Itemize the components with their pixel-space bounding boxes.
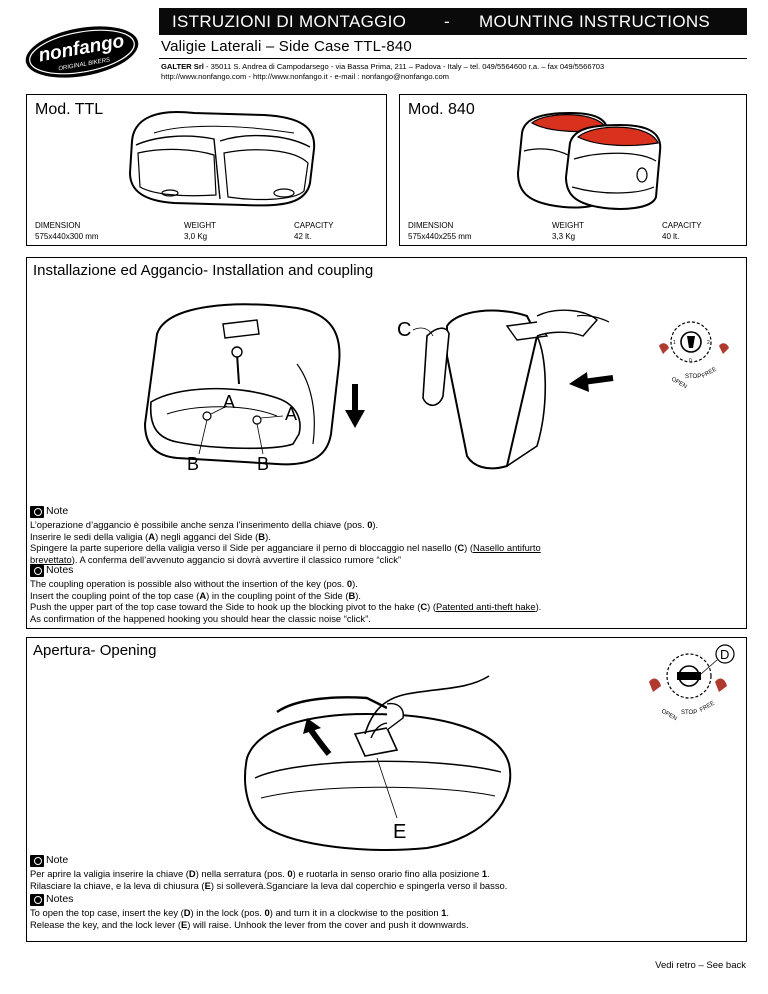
opening-title: Apertura- Opening [33, 642, 157, 659]
installation-illustration-left: A A B B [143, 303, 365, 474]
company-address: - 35011 S. Andrea di Campodarsego - via … [203, 62, 605, 71]
lock-dial-opening: OPEN STOP FREE D [649, 644, 735, 723]
title-italian: ISTRUZIONI DI MONTAGGIO [172, 11, 407, 31]
nonfango-logo: nonfango ORIGINAL BIKERS [25, 26, 139, 78]
lock-dial-install: OPEN STOP FREE 0 1 2 [659, 321, 729, 390]
dial2-open: OPEN [660, 709, 678, 723]
dial-free: FREE [701, 367, 718, 380]
label-a1: A [223, 392, 235, 412]
label-a2: A [285, 404, 297, 424]
dial2-free: FREE [699, 701, 716, 714]
dial-pos0: 0 [689, 358, 692, 364]
opening-section: Apertura- Opening OPEN STOP FREE D E Not… [26, 637, 747, 942]
840-case-image [516, 111, 662, 210]
ttl-case-image [128, 111, 316, 207]
installation-note-en: Notes The coupling operation is possible… [30, 564, 542, 624]
note-icon [30, 855, 44, 867]
label-b1: B [187, 454, 199, 474]
label-c: C [397, 319, 411, 341]
dial2-stop: STOP [681, 710, 697, 716]
company-name: GALTER Srl [161, 62, 204, 71]
ttl-dimension: DIMENSION 575x440x300 mm [35, 221, 99, 241]
installation-illustration-center: C [397, 309, 614, 470]
ttl-weight: WEIGHT 3,0 Kg [184, 221, 216, 241]
note-icon [30, 506, 44, 518]
label-d: D [720, 647, 729, 662]
840-weight: WEIGHT 3,3 Kg [552, 221, 584, 241]
opening-illustration: E [244, 675, 512, 851]
title-separator: - [444, 11, 450, 31]
title-english: MOUNTING INSTRUCTIONS [479, 11, 711, 31]
840-capacity: CAPACITY 40 lt. [662, 221, 702, 241]
subtitle: Valigie Laterali – Side Case TTL-840 [161, 38, 412, 55]
header-rule [159, 58, 747, 59]
title-bar: ISTRUZIONI DI MONTAGGIO - MOUNTING INSTR… [159, 8, 747, 35]
dial-stop: STOP [685, 374, 701, 380]
company-info: GALTER Srl - 35011 S. Andrea di Campodar… [161, 62, 751, 82]
footer-see-back: Vedi retro – See back [655, 960, 746, 971]
ttl-capacity: CAPACITY 42 lt. [294, 221, 334, 241]
label-e: E [393, 821, 406, 843]
model-ttl-title: Mod. TTL [35, 101, 104, 118]
840-dimension: DIMENSION 575x440x255 mm [408, 221, 472, 241]
installation-section: Installazione ed Aggancio- Installation … [26, 257, 747, 629]
model-840-panel: Mod. 840 DIMENSION 575x440x255 mm WEIGHT… [399, 94, 747, 246]
installation-title: Installazione ed Aggancio- Installation … [33, 262, 374, 279]
company-web: http://www.nonfango.com - http://www.non… [161, 72, 449, 81]
label-b2: B [257, 454, 269, 474]
opening-note-en: Notes To open the top case, insert the k… [30, 893, 469, 930]
notes-icon [30, 565, 44, 577]
installation-note-it: Note L’operazione d’aggancio è possibile… [30, 505, 541, 565]
dial-pos2: 2 [707, 340, 710, 346]
model-840-title: Mod. 840 [408, 101, 475, 118]
dial-pos1: 1 [673, 340, 676, 346]
model-ttl-panel: Mod. TTL DIMENSION 575x440x300 mm WEIGHT… [26, 94, 387, 246]
notes-icon [30, 894, 44, 906]
opening-note-it: Note Per aprire la valigia inserire la c… [30, 854, 508, 891]
